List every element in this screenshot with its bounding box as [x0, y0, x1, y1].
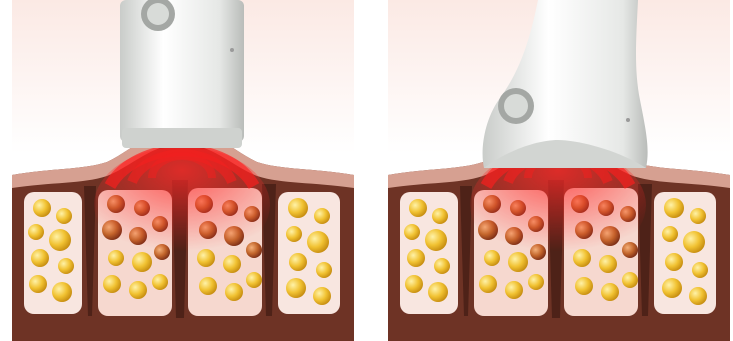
illustration-right — [388, 0, 730, 341]
panel-left-straight-applicator — [12, 0, 354, 341]
panel-right-curved-applicator — [388, 0, 730, 341]
heat-wave-icon — [94, 147, 270, 263]
illustration-left — [12, 0, 354, 341]
applicator-device-icon — [120, 0, 244, 148]
